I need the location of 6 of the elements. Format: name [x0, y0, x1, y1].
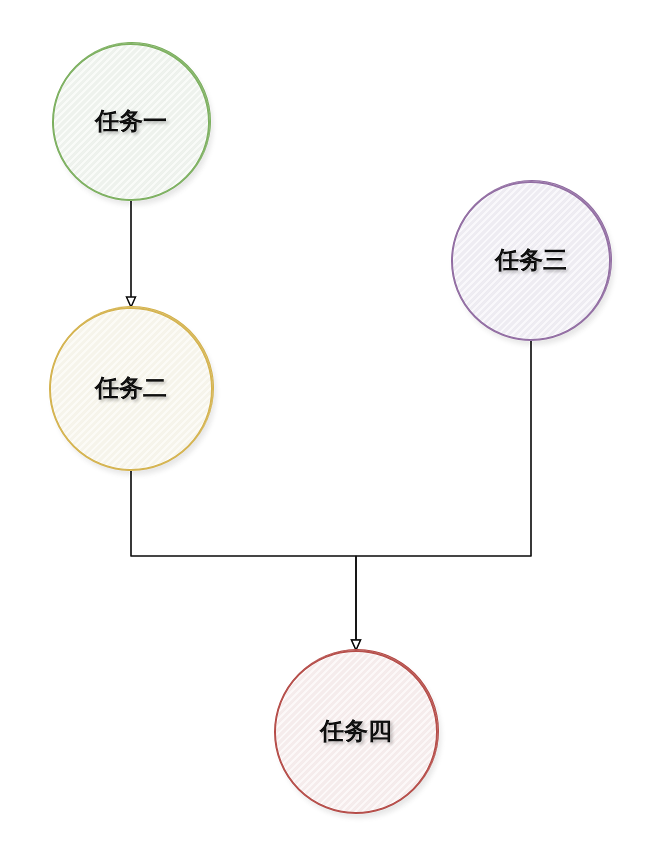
task-label: 任务四	[320, 718, 392, 746]
arrow	[126, 201, 136, 308]
task-label: 任务二	[95, 374, 167, 404]
arrow	[350, 341, 532, 651]
task-label: 任务三	[495, 246, 567, 276]
task-label: 任务一	[95, 108, 167, 136]
